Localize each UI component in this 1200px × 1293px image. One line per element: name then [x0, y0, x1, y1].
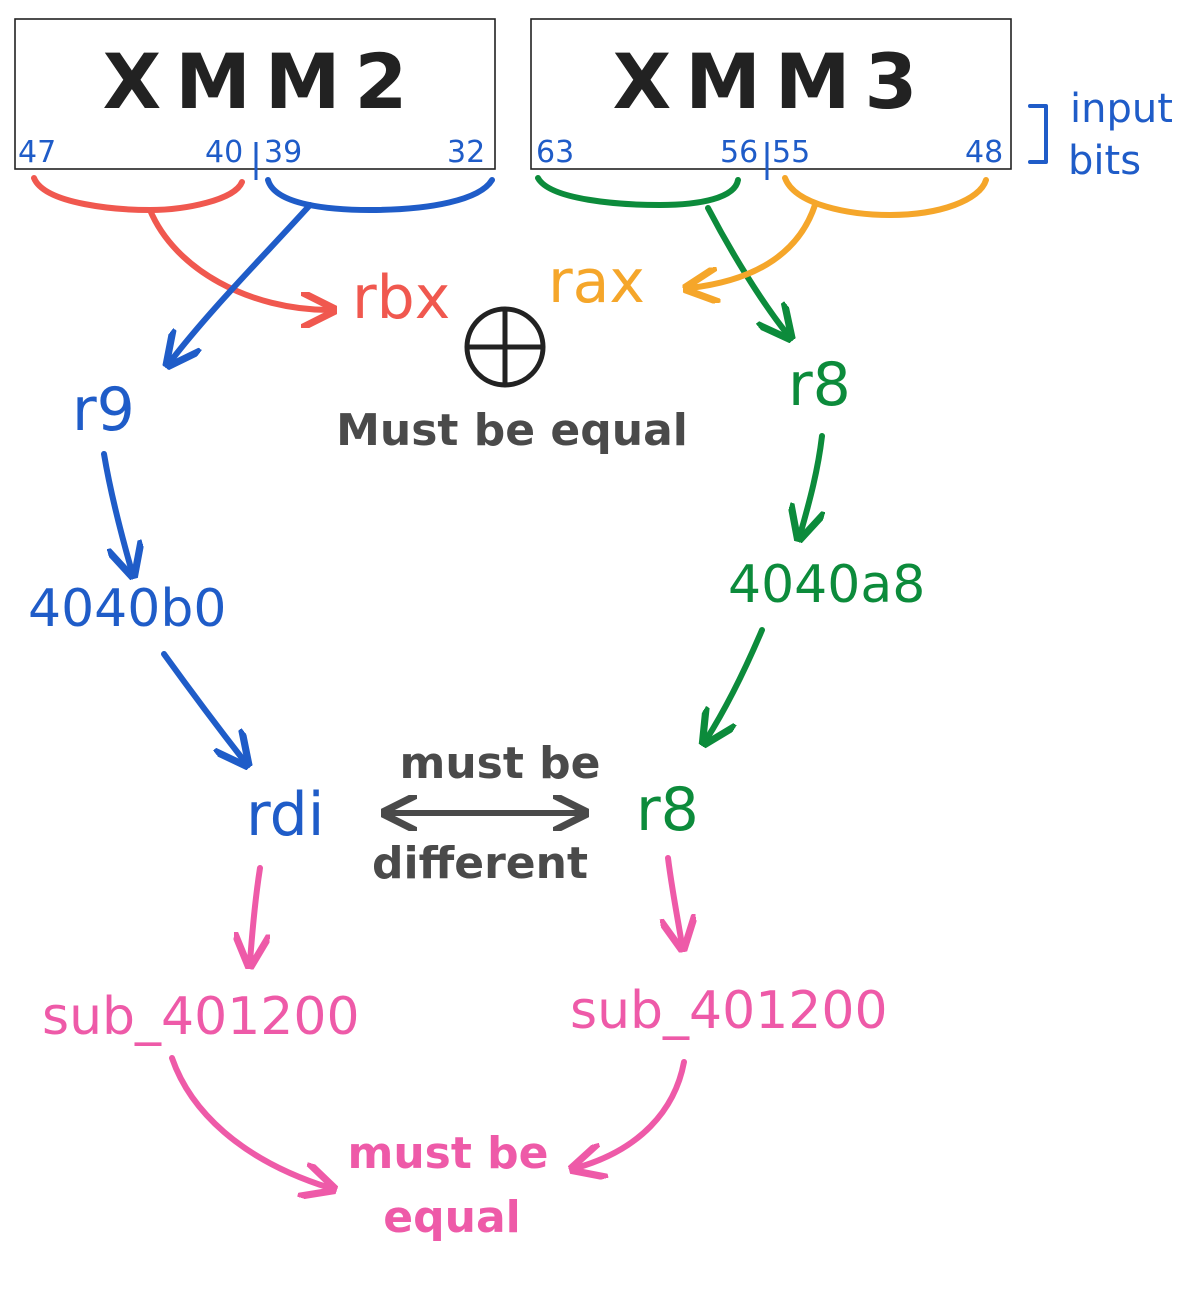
r8-top-label: r8	[788, 350, 851, 420]
input-bits-label-line1: input	[1070, 86, 1173, 132]
bit-label-40: 40	[205, 135, 243, 170]
pink-arrow-r8-to-sub	[668, 855, 682, 945]
bit-label-55: 55	[772, 135, 810, 170]
must-be-equal-bottom-line2: equal	[383, 1192, 520, 1243]
bit-label-48: 48	[965, 135, 1003, 170]
bit-label-56: 56	[720, 135, 758, 170]
xmm3-register-box	[530, 18, 1012, 170]
sub-401200-left-label: sub_401200	[42, 987, 360, 1047]
red-arrow-to-rbx	[147, 207, 330, 310]
rdi-label: rdi	[246, 780, 324, 850]
input-bits-bracket	[1028, 104, 1048, 164]
bit-label-39: 39	[264, 135, 302, 170]
pink-arrow-left-converge	[169, 1055, 330, 1188]
pink-arrow-rdi-to-sub	[250, 865, 260, 962]
xmm2-label: XMM2	[103, 37, 422, 126]
sub-401200-right-label: sub_401200	[570, 981, 888, 1041]
orange-bit-brace	[782, 175, 989, 218]
rax-label: rax	[548, 247, 645, 317]
green-arrow-addr-to-r8	[706, 627, 765, 740]
bit-label-32: 32	[447, 135, 485, 170]
must-be-different-line1: must be	[399, 738, 600, 789]
red-bit-brace	[31, 175, 245, 213]
must-be-equal-top-label: Must be equal	[336, 405, 688, 456]
r8-bottom-label: r8	[636, 775, 699, 845]
addr-4040b0-label: 4040b0	[28, 579, 226, 639]
blue-bit-brace	[265, 177, 495, 213]
green-arrow-r8-to-addr	[800, 433, 822, 535]
blue-arrow-to-r9	[170, 202, 313, 362]
r9-label: r9	[72, 375, 135, 445]
xmm3-label: XMM3	[613, 37, 932, 126]
orange-arrow-to-rax	[690, 202, 818, 288]
input-bits-label-line2: bits	[1068, 138, 1141, 184]
green-bit-brace	[535, 175, 741, 208]
xor-icon	[464, 306, 546, 388]
blue-arrow-addr-to-rdi	[161, 651, 245, 762]
must-be-equal-bottom-line1: must be	[347, 1128, 548, 1179]
bit-label-63: 63	[536, 135, 574, 170]
must-be-different-line2: different	[372, 838, 588, 889]
addr-4040a8-label: 4040a8	[728, 555, 925, 615]
rbx-label: rbx	[352, 263, 450, 333]
blue-arrow-r9-to-addr	[101, 451, 132, 572]
bit-label-47: 47	[18, 135, 56, 170]
pink-arrow-right-converge	[576, 1059, 687, 1168]
